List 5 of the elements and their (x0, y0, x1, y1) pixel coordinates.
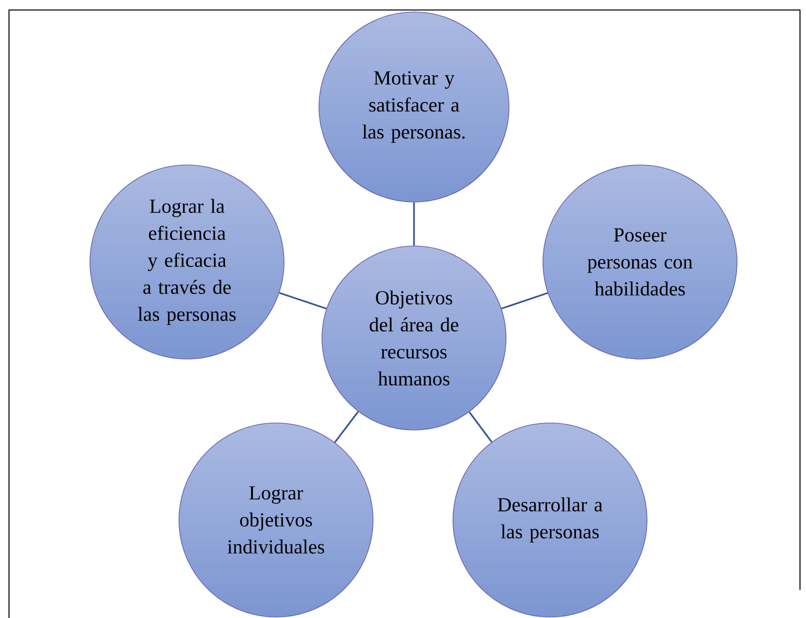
connector-line (501, 292, 548, 310)
connector-line (334, 411, 359, 443)
connector-line (279, 292, 327, 310)
connector-line (413, 202, 415, 246)
connector-line (468, 412, 492, 442)
